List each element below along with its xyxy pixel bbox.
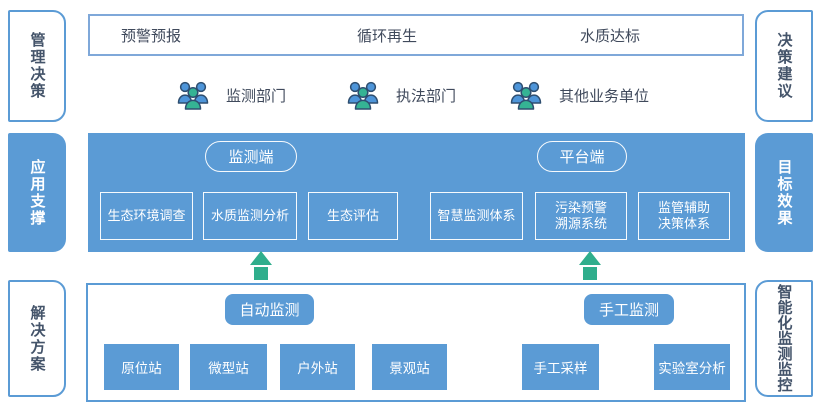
solution-label: 解决方案 <box>8 280 66 397</box>
goal-item: 循环再生 <box>357 27 418 45</box>
stakeholder-label: 其他业务单位 <box>559 87 650 105</box>
intelligent-monitoring-label: 智能化监测监控 <box>755 280 813 397</box>
up-arrow-icon <box>250 251 272 280</box>
goal-item: 预警预报 <box>121 27 182 45</box>
app-box: 生态环境调查 <box>100 192 193 240</box>
side-label-text: 解决方案 <box>28 304 46 373</box>
side-label-text: 管理决策 <box>28 32 46 100</box>
app-box: 水质监测分析 <box>203 192 297 240</box>
stakeholder-label: 监测部门 <box>226 87 287 105</box>
solution-box: 自动监测 手工监测 原位站 微型站 户外站 景观站 手工采样 实验室分析 <box>86 283 746 402</box>
application-panel: 监测端 平台端 生态环境调查 水质监测分析 生态评估 智慧监测体系 污染预警 溯… <box>88 133 745 252</box>
app-box: 生态评估 <box>308 192 398 240</box>
side-label-text: 智能化监测监控 <box>775 284 793 393</box>
station-box: 微型站 <box>190 344 267 390</box>
decision-advice-label: 决策建议 <box>755 10 813 122</box>
platform-side-pill: 平台端 <box>537 141 627 172</box>
target-effect-label: 目标效果 <box>755 133 813 252</box>
up-arrow-icon <box>579 251 601 280</box>
station-box: 景观站 <box>372 344 447 390</box>
app-box: 污染预警 溯源系统 <box>535 192 627 240</box>
station-box: 户外站 <box>280 344 355 390</box>
manual-step-box: 手工采样 <box>522 344 599 390</box>
goal-item: 水质达标 <box>580 27 641 45</box>
side-label-text: 应用支撑 <box>28 158 46 227</box>
application-support-label: 应用支撑 <box>8 133 66 252</box>
manual-monitoring-pill: 手工监测 <box>584 294 674 325</box>
side-label-text: 决策建议 <box>775 32 793 100</box>
app-box: 监管辅助 决策体系 <box>638 192 730 240</box>
manual-step-box: 实验室分析 <box>654 344 730 390</box>
app-box: 智慧监测体系 <box>430 192 523 240</box>
stakeholder-group: 其他业务单位 <box>508 78 649 112</box>
stakeholder-label: 执法部门 <box>396 87 457 105</box>
stakeholder-group: 监测部门 <box>175 78 286 112</box>
side-label-text: 目标效果 <box>775 158 793 227</box>
auto-monitoring-pill: 自动监测 <box>225 294 314 325</box>
stakeholder-group: 执法部门 <box>345 78 456 112</box>
station-box: 原位站 <box>104 344 179 390</box>
management-decision-label: 管理决策 <box>8 10 66 122</box>
monitor-side-pill: 监测端 <box>205 141 297 172</box>
people-group-icon <box>177 81 209 110</box>
people-group-icon <box>347 81 379 110</box>
people-group-icon <box>510 81 542 110</box>
goals-box: 预警预报 循环再生 水质达标 <box>88 14 744 56</box>
